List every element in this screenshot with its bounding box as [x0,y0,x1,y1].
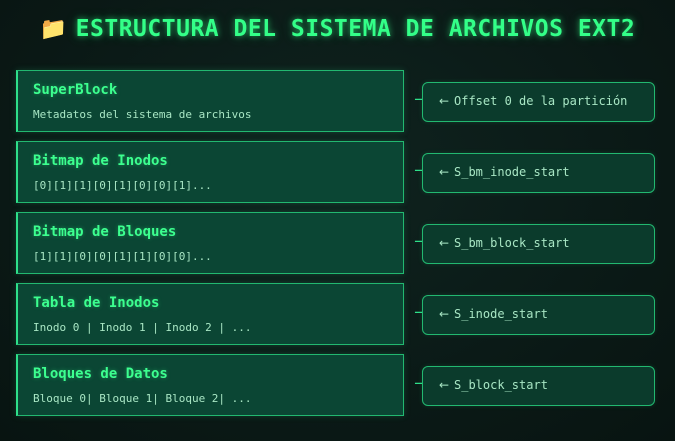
pointer-label-block: ← S_block_start [422,366,655,406]
title-text: ESTRUCTURA DEL SISTEMA DE ARCHIVOS EXT2 [75,16,636,42]
pointer-text: S_bm_inode_start [454,165,570,179]
block-description: [0][1][1][0][1][0][0][1]... [33,179,212,192]
row-bloques-datos: Bloques de Datos Bloque 0| Bloque 1| Blo… [16,354,656,418]
pointer-label-bm-block: ← S_bm_block_start [422,224,655,264]
folder-icon: 📁 [39,17,68,42]
structure-rows: SuperBlock Metadatos del sistema de arch… [16,70,656,425]
arrow-left-icon: ← [439,165,450,179]
pointer-text: Offset 0 de la partición [454,94,628,108]
pointer-label-superblock: ← Offset 0 de la partición [422,82,655,122]
block-tabla-inodos: Tabla de Inodos Inodo 0 | Inodo 1 | Inod… [16,283,404,345]
row-tabla-inodos: Tabla de Inodos Inodo 0 | Inodo 1 | Inod… [16,283,656,347]
block-description: Bloque 0| Bloque 1| Bloque 2| ... [33,392,252,405]
block-bitmap-inodos: Bitmap de Inodos [0][1][1][0][1][0][0][1… [16,141,404,203]
block-description: Inodo 0 | Inodo 1 | Inodo 2 | ... [33,321,252,334]
block-superblock: SuperBlock Metadatos del sistema de arch… [16,70,404,132]
arrow-left-icon: ← [439,236,450,250]
row-bitmap-bloques: Bitmap de Bloques [1][1][0][0][1][1][0][… [16,212,656,276]
arrow-left-icon: ← [439,378,450,392]
pointer-text: S_block_start [454,378,548,392]
block-bloques-datos: Bloques de Datos Bloque 0| Bloque 1| Blo… [16,354,404,416]
block-name: Bitmap de Bloques [33,224,177,240]
arrow-left-icon: ← [439,307,450,321]
row-bitmap-inodos: Bitmap de Inodos [0][1][1][0][1][0][0][1… [16,141,656,205]
pointer-text: S_bm_block_start [454,236,570,250]
diagram-title: 📁 ESTRUCTURA DEL SISTEMA DE ARCHIVOS EXT2 [0,16,675,42]
block-name: Bloques de Datos [33,366,168,382]
arrow-left-icon: ← [439,94,450,108]
block-description: Metadatos del sistema de archivos [33,108,252,121]
pointer-label-bm-inode: ← S_bm_inode_start [422,153,655,193]
block-description: [1][1][0][0][1][1][0][0]... [33,250,212,263]
block-name: SuperBlock [33,82,118,98]
block-bitmap-bloques: Bitmap de Bloques [1][1][0][0][1][1][0][… [16,212,404,274]
pointer-label-inode: ← S_inode_start [422,295,655,335]
block-name: Bitmap de Inodos [33,153,168,169]
row-superblock: SuperBlock Metadatos del sistema de arch… [16,70,656,134]
pointer-text: S_inode_start [454,307,548,321]
block-name: Tabla de Inodos [33,295,160,311]
